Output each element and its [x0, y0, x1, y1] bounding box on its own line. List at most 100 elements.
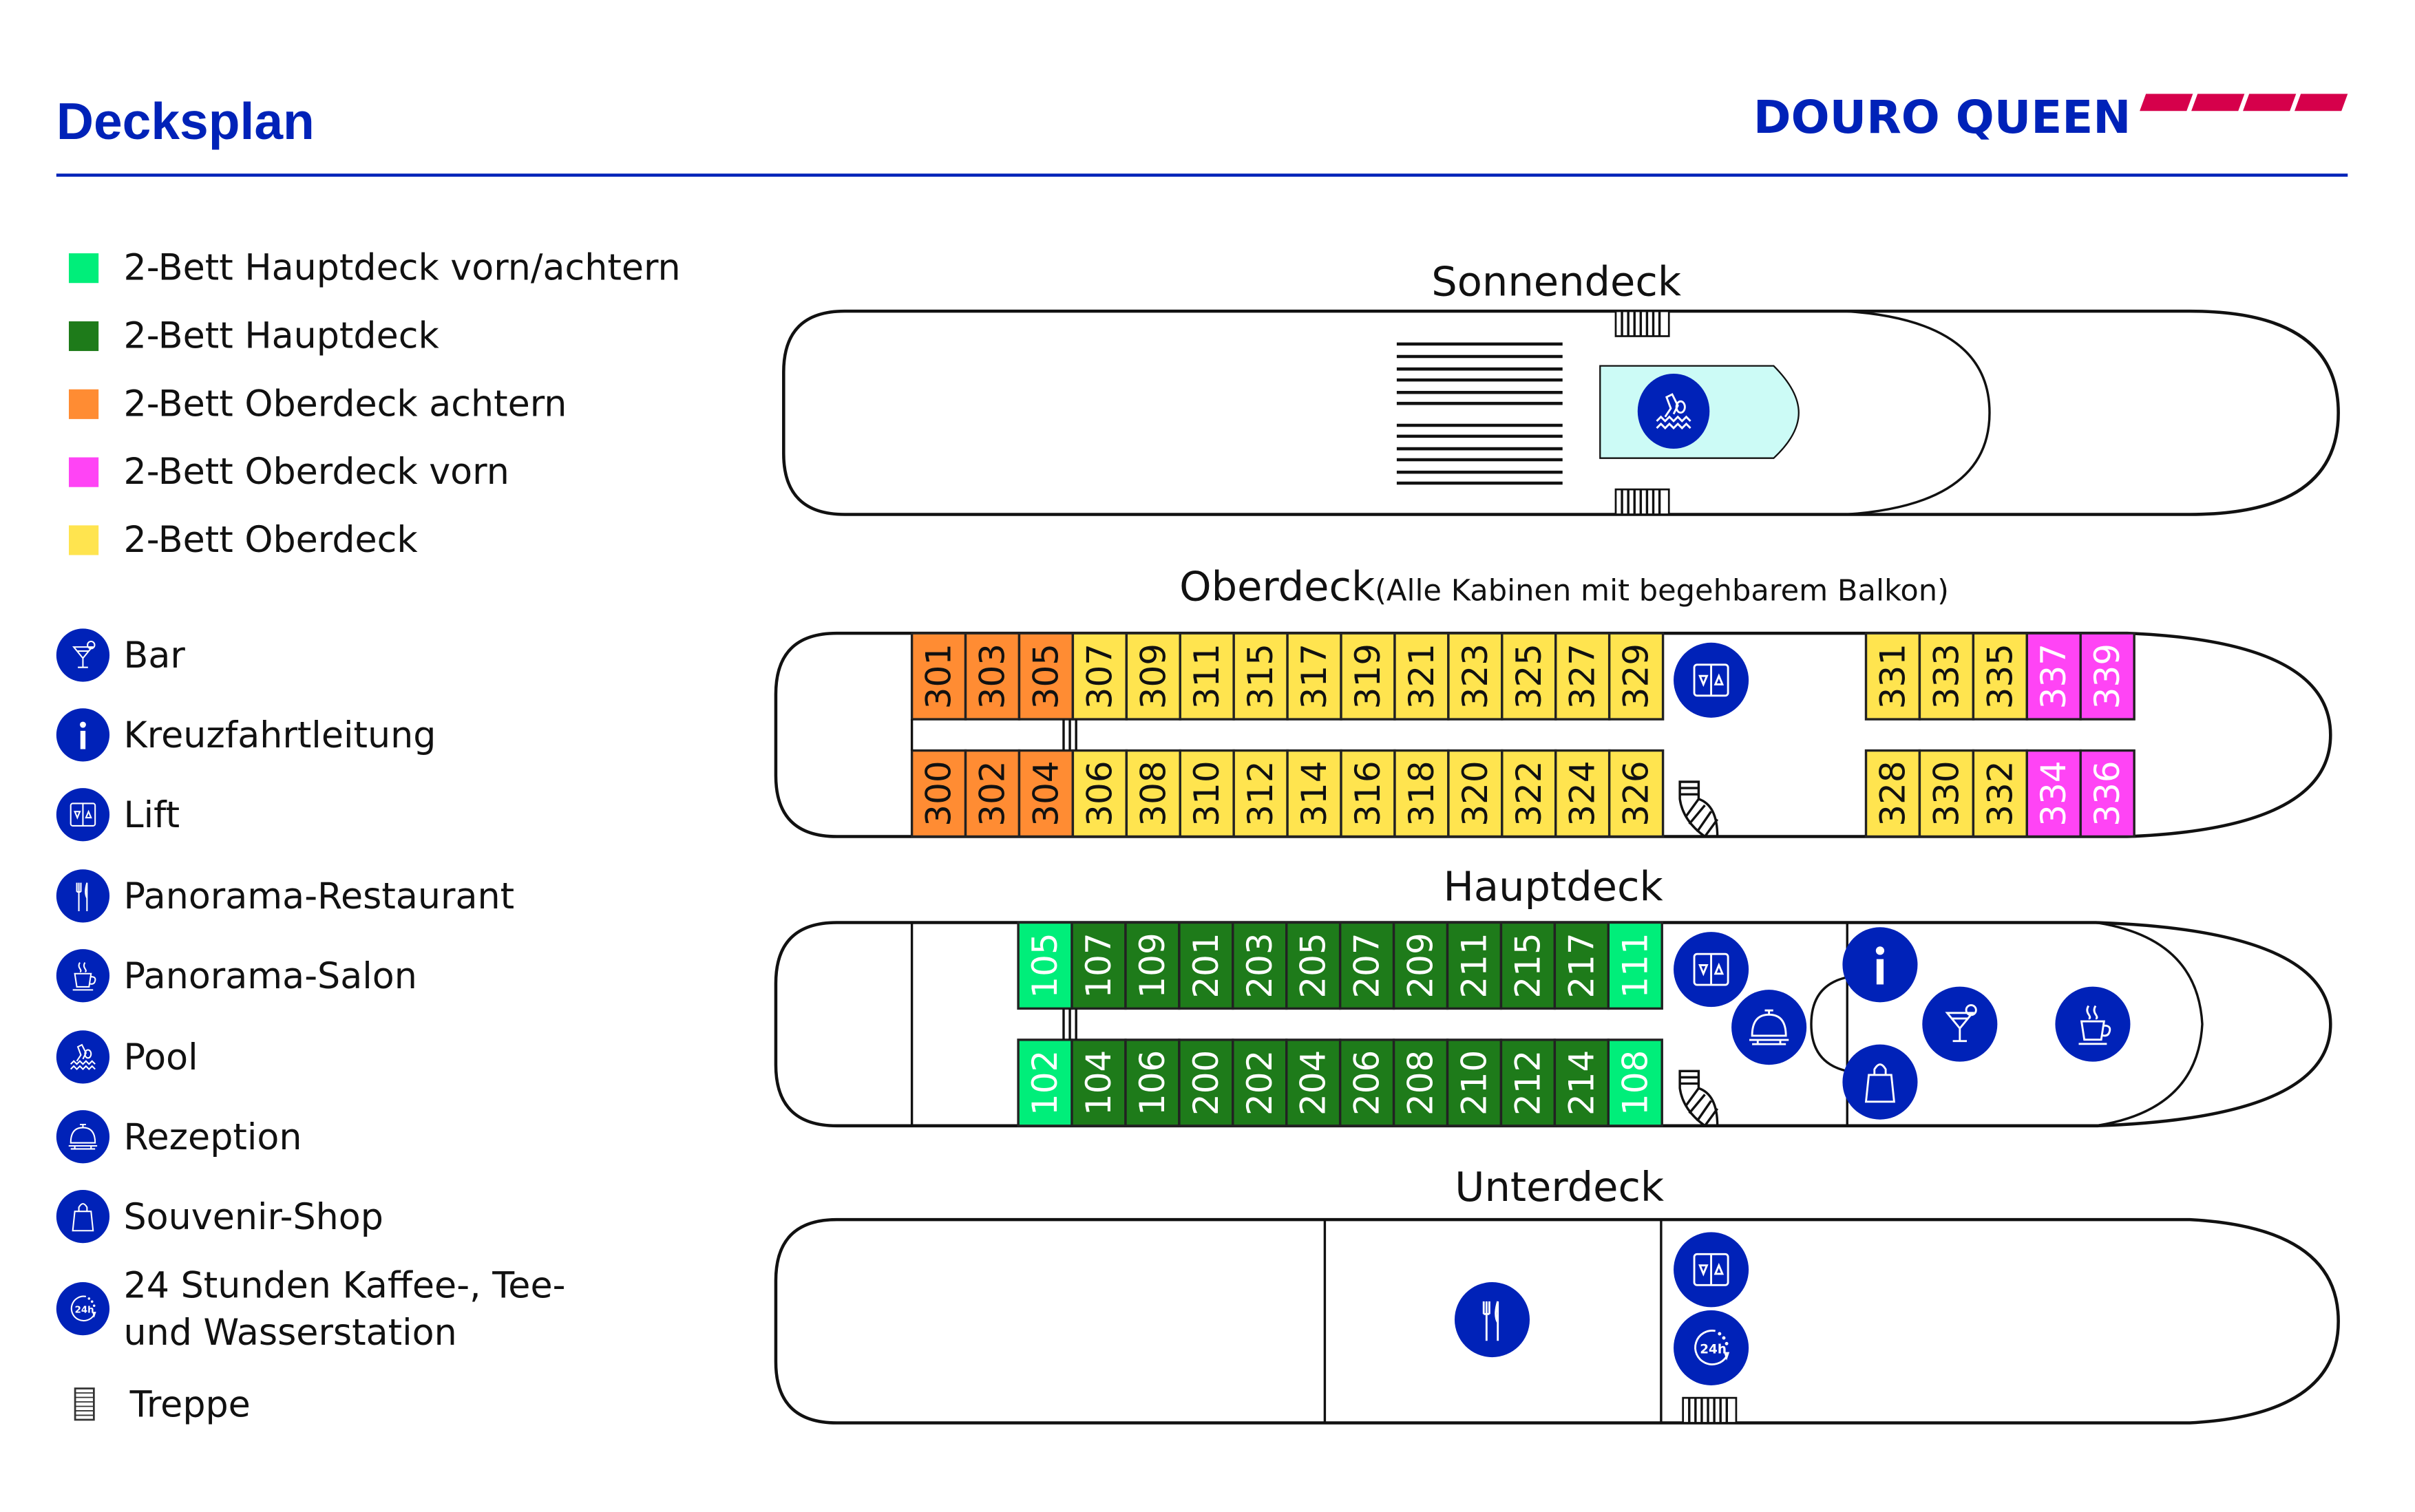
- cabin-205[interactable]: 205: [1285, 921, 1342, 1010]
- cabin-number: 328: [1873, 760, 1912, 826]
- cabin-320[interactable]: 320: [1447, 749, 1504, 838]
- cabin-308[interactable]: 308: [1125, 749, 1181, 838]
- cabin-number: 333: [1926, 643, 1966, 709]
- cabin-306[interactable]: 306: [1071, 749, 1128, 838]
- cabin-number: 306: [1079, 760, 1119, 826]
- deck-title-unterdeck: Unterdeck: [1455, 1163, 1665, 1211]
- cabin-333[interactable]: 333: [1918, 632, 1975, 721]
- cabin-329[interactable]: 329: [1607, 632, 1665, 721]
- cabin-321[interactable]: 321: [1393, 632, 1450, 721]
- deck-sonnendeck: Sonnendeck: [782, 257, 2340, 516]
- cabin-326[interactable]: 326: [1607, 749, 1665, 838]
- legend-facility-item: Pool: [56, 1030, 198, 1084]
- cabin-number: 106: [1132, 1050, 1172, 1116]
- shopping-bag-icon: [56, 1189, 110, 1244]
- cabin-307[interactable]: 307: [1071, 632, 1128, 721]
- cabin-319[interactable]: 319: [1340, 632, 1396, 721]
- cabin-332[interactable]: 332: [1972, 749, 2028, 838]
- cabin-number: 207: [1347, 933, 1387, 998]
- cabin-305[interactable]: 305: [1017, 632, 1075, 721]
- cabin-212[interactable]: 212: [1499, 1039, 1557, 1127]
- cabin-number: 305: [1026, 643, 1066, 709]
- cabin-102[interactable]: 102: [1017, 1039, 1073, 1127]
- coffee-cup-icon: [2055, 986, 2131, 1062]
- cabin-104[interactable]: 104: [1071, 1039, 1127, 1127]
- legend-category-item: 2-Bett Oberdeck vorn: [69, 451, 509, 493]
- deck-title-sonnendeck: Sonnendeck: [1431, 257, 1682, 305]
- cabin-number: 321: [1402, 643, 1442, 709]
- cabin-322[interactable]: 322: [1501, 749, 1557, 838]
- legend-facility-label: 24 Stunden Kaffee-, Tee-: [124, 1266, 566, 1307]
- cabin-206[interactable]: 206: [1338, 1039, 1395, 1127]
- cabin-336[interactable]: 336: [2079, 749, 2135, 838]
- cabin-316[interactable]: 316: [1340, 749, 1396, 838]
- cabin-number: 323: [1455, 643, 1495, 709]
- cabin-106[interactable]: 106: [1124, 1039, 1181, 1127]
- cabin-204[interactable]: 204: [1285, 1039, 1342, 1127]
- cabin-number: 312: [1241, 760, 1280, 826]
- cabin-number: 107: [1079, 933, 1119, 998]
- cabin-number: 214: [1561, 1050, 1601, 1116]
- cabin-302[interactable]: 302: [964, 749, 1021, 838]
- cabin-315[interactable]: 315: [1232, 632, 1289, 721]
- cabin-318[interactable]: 318: [1393, 749, 1450, 838]
- cabin-109[interactable]: 109: [1124, 921, 1181, 1010]
- cabin-200[interactable]: 200: [1178, 1039, 1234, 1127]
- cabin-311[interactable]: 311: [1179, 632, 1235, 721]
- cabin-334[interactable]: 334: [2025, 749, 2082, 838]
- cabin-210[interactable]: 210: [1446, 1039, 1503, 1127]
- cabin-108[interactable]: 108: [1607, 1039, 1663, 1127]
- cabin-335[interactable]: 335: [1972, 632, 2028, 721]
- cabin-303[interactable]: 303: [964, 632, 1021, 721]
- legend-facility-label: Bar: [124, 635, 186, 677]
- cabin-208[interactable]: 208: [1392, 1039, 1449, 1127]
- cabin-209[interactable]: 209: [1392, 921, 1449, 1010]
- legend-facility-label: Lift: [124, 795, 180, 836]
- cabin-number: 303: [972, 643, 1012, 709]
- cabin-202[interactable]: 202: [1232, 1039, 1288, 1127]
- cabin-337[interactable]: 337: [2025, 632, 2082, 721]
- cabin-211[interactable]: 211: [1446, 921, 1503, 1010]
- cabin-number: 322: [1509, 760, 1549, 826]
- legend-swatch: [69, 321, 99, 352]
- cabin-number: 307: [1079, 643, 1119, 709]
- cabin-312[interactable]: 312: [1232, 749, 1289, 838]
- cabin-214[interactable]: 214: [1553, 1039, 1610, 1127]
- cabin-323[interactable]: 323: [1447, 632, 1504, 721]
- cabin-number: 339: [2087, 643, 2127, 709]
- cabin-number: 318: [1402, 760, 1442, 826]
- cabin-105[interactable]: 105: [1017, 921, 1073, 1010]
- cabin-111[interactable]: 111: [1607, 921, 1663, 1010]
- cabin-327[interactable]: 327: [1554, 632, 1611, 721]
- cabin-number: 105: [1025, 933, 1065, 998]
- cabin-325[interactable]: 325: [1501, 632, 1557, 721]
- cabin-339[interactable]: 339: [2079, 632, 2135, 721]
- cabin-309[interactable]: 309: [1125, 632, 1181, 721]
- cabin-number: 217: [1561, 933, 1601, 998]
- cabin-304[interactable]: 304: [1017, 749, 1075, 838]
- cabin-number: 334: [2034, 760, 2074, 826]
- cabin-331[interactable]: 331: [1864, 632, 1921, 721]
- cabin-107[interactable]: 107: [1071, 921, 1127, 1010]
- cabin-number: 311: [1187, 643, 1227, 709]
- cabin-300[interactable]: 300: [910, 749, 967, 838]
- cabin-324[interactable]: 324: [1554, 749, 1611, 838]
- cabin-317[interactable]: 317: [1286, 632, 1342, 721]
- cabin-217[interactable]: 217: [1553, 921, 1610, 1010]
- cabin-number: 108: [1615, 1050, 1655, 1116]
- cabin-328[interactable]: 328: [1864, 749, 1921, 838]
- cabin-310[interactable]: 310: [1179, 749, 1235, 838]
- cabin-215[interactable]: 215: [1499, 921, 1557, 1010]
- cabin-number: 104: [1079, 1050, 1119, 1116]
- cabin-201[interactable]: 201: [1178, 921, 1234, 1010]
- cabin-207[interactable]: 207: [1338, 921, 1395, 1010]
- info-icon: [1842, 927, 1918, 1003]
- cabin-203[interactable]: 203: [1232, 921, 1288, 1010]
- legend-facility-item: Rezeption: [56, 1110, 302, 1164]
- cabin-330[interactable]: 330: [1918, 749, 1975, 838]
- legend-facilities: BarKreuzfahrtleitungLiftPanorama-Restaur…: [56, 628, 566, 1425]
- cabin-301[interactable]: 301: [910, 632, 967, 721]
- cabin-number: 332: [1980, 760, 2020, 826]
- cabin-314[interactable]: 314: [1286, 749, 1342, 838]
